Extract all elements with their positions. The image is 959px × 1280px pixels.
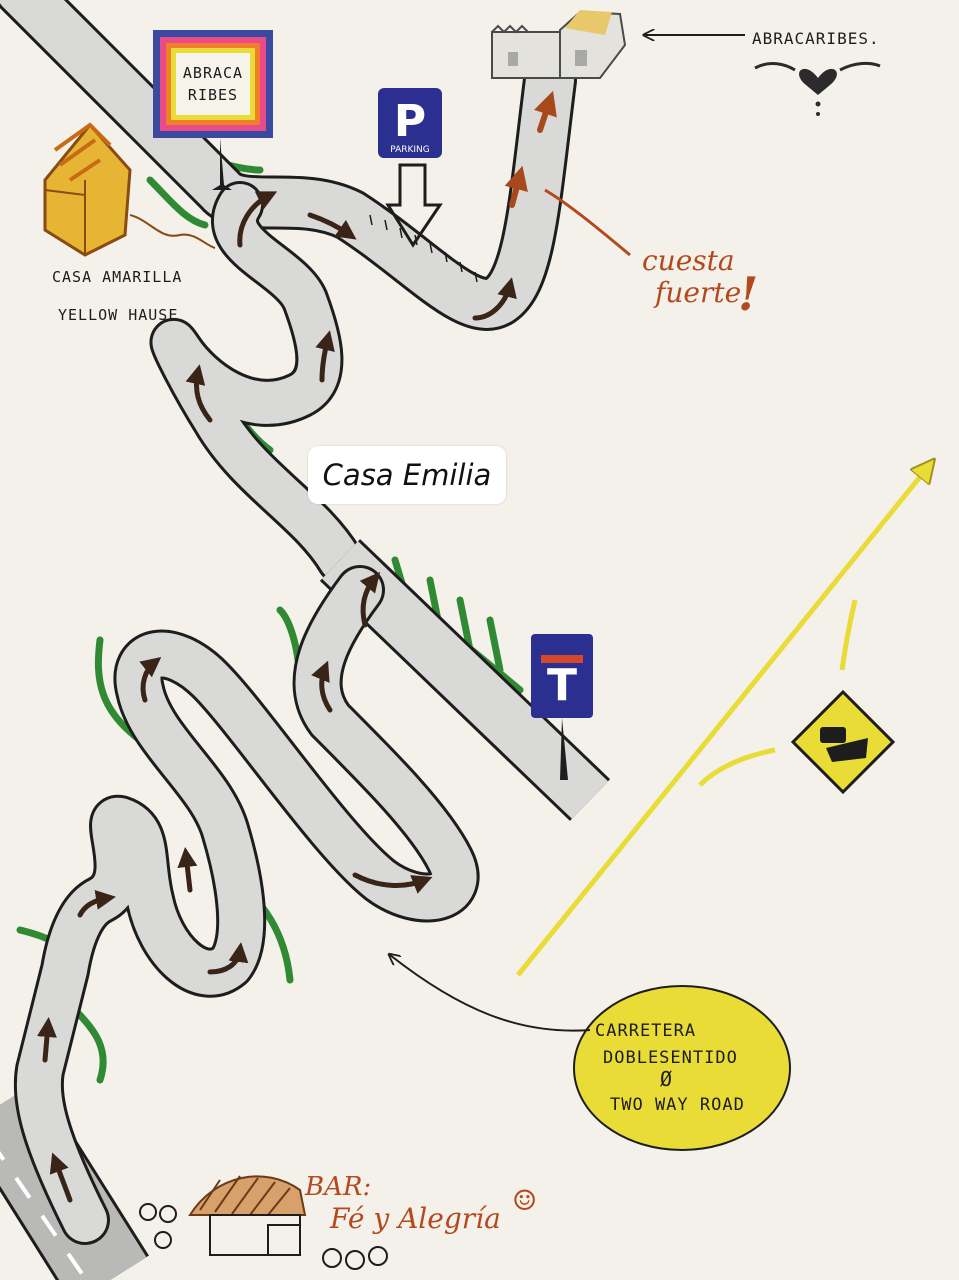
two-way-line3: Ø [660, 1067, 673, 1091]
road-arrow [77, 889, 116, 918]
road-arrow [472, 277, 517, 321]
parking-sub: PARKING [390, 145, 430, 155]
vehicle-warning-sign [790, 689, 896, 795]
road-arrow [307, 212, 357, 240]
road-arrow [352, 872, 433, 894]
road-arrow [49, 1152, 73, 1203]
road-arrow [177, 847, 198, 893]
yellow-accent [839, 599, 858, 671]
road-arrow [359, 571, 381, 628]
bar-line1: BAR: [304, 1172, 371, 1202]
direction-arrows [37, 191, 517, 1203]
bar-icon [139, 1175, 388, 1270]
steep-mark: ! [738, 267, 758, 321]
two-way-line4: TWO WAY ROAD [610, 1095, 745, 1115]
road-arrow [315, 330, 335, 383]
yellow-accent [698, 747, 776, 787]
steep-arrow [504, 165, 528, 208]
parking-sign: P PARKING [378, 88, 443, 248]
road-arrow [185, 364, 213, 423]
yellow-house-line2: YELLOW HAUSE [58, 306, 178, 324]
yellow-direction-arrow [516, 462, 932, 977]
road-arrow [139, 656, 162, 703]
destination-label: ABRACARIBES. [752, 29, 880, 48]
steep-line2: fuerte [653, 276, 741, 309]
dead-end-letter: T [547, 660, 577, 711]
heart-icon [754, 61, 881, 116]
steep-arrow [534, 90, 557, 133]
two-way-line1: CARRETERA [595, 1021, 696, 1041]
road-arrow [37, 1017, 57, 1063]
road-arrow [237, 191, 278, 248]
steep-pointer [544, 188, 631, 257]
yellow-house-line1: CASA AMARILLA [52, 268, 182, 286]
steep-arrows [504, 90, 557, 208]
dead-end-sign: T [531, 634, 593, 780]
steep-line1: cuesta [642, 244, 735, 277]
bar-line2: Fé y Alegría [329, 1202, 501, 1235]
two-way-road-badge: CARRETERA DOBLESENTIDO Ø TWO WAY ROAD [573, 985, 791, 1151]
place-label: Casa Emilia [308, 446, 506, 504]
sign-line1: ABRACA [183, 64, 243, 82]
two-way-line2: DOBLESENTIDO [603, 1048, 738, 1068]
abracaribes-sign: ABRACA RIBES [153, 30, 273, 190]
road-arrow [207, 942, 249, 975]
two-way-pointer [390, 955, 591, 1032]
road-arrow [311, 660, 333, 713]
yellow-house-icon [43, 122, 216, 257]
abracaribes-building-icon [491, 10, 627, 79]
bar-smile: ☺ [512, 1184, 537, 1217]
parking-letter: P [394, 96, 426, 147]
sign-line2: RIBES [188, 86, 238, 104]
